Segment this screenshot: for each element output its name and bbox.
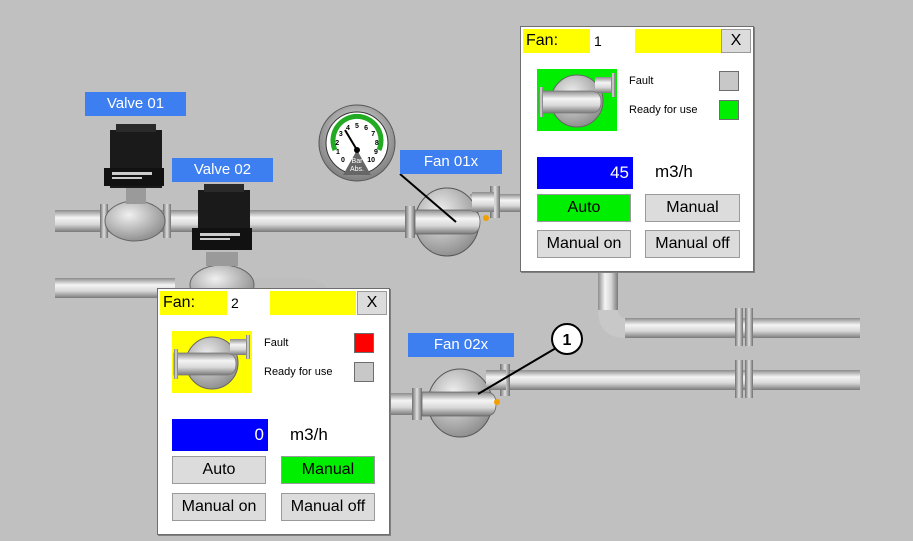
fan-01-leader-line	[399, 173, 457, 223]
fan-01-faceplate: Fan: 1 X Fault Ready for use 45 m3/h Aut…	[520, 26, 754, 272]
manual-button[interactable]: Manual	[281, 456, 375, 484]
fault-indicator	[354, 333, 374, 353]
manual-button[interactable]: Manual	[645, 194, 740, 222]
auto-button[interactable]: Auto	[537, 194, 631, 222]
close-button[interactable]: X	[721, 29, 751, 53]
fan-02-faceplate: Fan: 2 X Fault Ready for use 0 m3/h Auto…	[157, 288, 390, 535]
ready-indicator	[719, 100, 739, 120]
manual-off-button[interactable]: Manual off	[281, 493, 375, 521]
fan-02-tag[interactable]: Fan 02x	[408, 333, 514, 357]
fault-label: Fault	[264, 337, 289, 349]
fan-icon	[537, 69, 617, 131]
callout-circle	[551, 323, 583, 355]
pipe-vertical	[598, 272, 860, 338]
manual-off-button[interactable]: Manual off	[645, 230, 740, 258]
faceplate-title: Fan:	[160, 291, 227, 315]
flow-unit: m3/h	[655, 162, 693, 181]
faceplate-titlebar: Fan: 2 X	[160, 291, 387, 315]
valve-02-symbol[interactable]	[189, 184, 255, 306]
faceplate-title-fill	[270, 291, 356, 315]
manual-on-button[interactable]: Manual on	[172, 493, 266, 521]
faceplate-title: Fan:	[523, 29, 590, 53]
manual-on-button[interactable]: Manual on	[537, 230, 631, 258]
faceplate-number: 1	[591, 31, 636, 51]
ready-label: Ready for use	[629, 104, 698, 116]
flow-unit: m3/h	[290, 425, 328, 444]
faceplate-titlebar: Fan: 1 X	[523, 29, 751, 53]
faceplate-title-fill	[635, 29, 721, 53]
ready-indicator	[354, 362, 374, 382]
valve-01-tag[interactable]: Valve 01	[85, 92, 186, 116]
fault-label: Fault	[629, 75, 654, 87]
fan-01-symbol[interactable]	[414, 187, 494, 257]
faceplate-number: 2	[228, 293, 271, 313]
close-button[interactable]: X	[357, 291, 387, 315]
flow-value: 0	[172, 419, 268, 451]
fault-indicator	[719, 71, 739, 91]
valve-01-symbol[interactable]	[104, 124, 166, 242]
fan-02-symbol[interactable]	[421, 368, 506, 438]
ready-label: Ready for use	[264, 366, 333, 378]
fan-icon	[172, 331, 252, 393]
valve-02-tag[interactable]: Valve 02	[172, 158, 273, 182]
fan-01-tag[interactable]: Fan 01x	[400, 150, 502, 174]
pressure-gauge	[318, 104, 396, 182]
callout-leader-line	[477, 347, 557, 395]
auto-button[interactable]: Auto	[172, 456, 266, 484]
flow-value: 45	[537, 157, 633, 189]
